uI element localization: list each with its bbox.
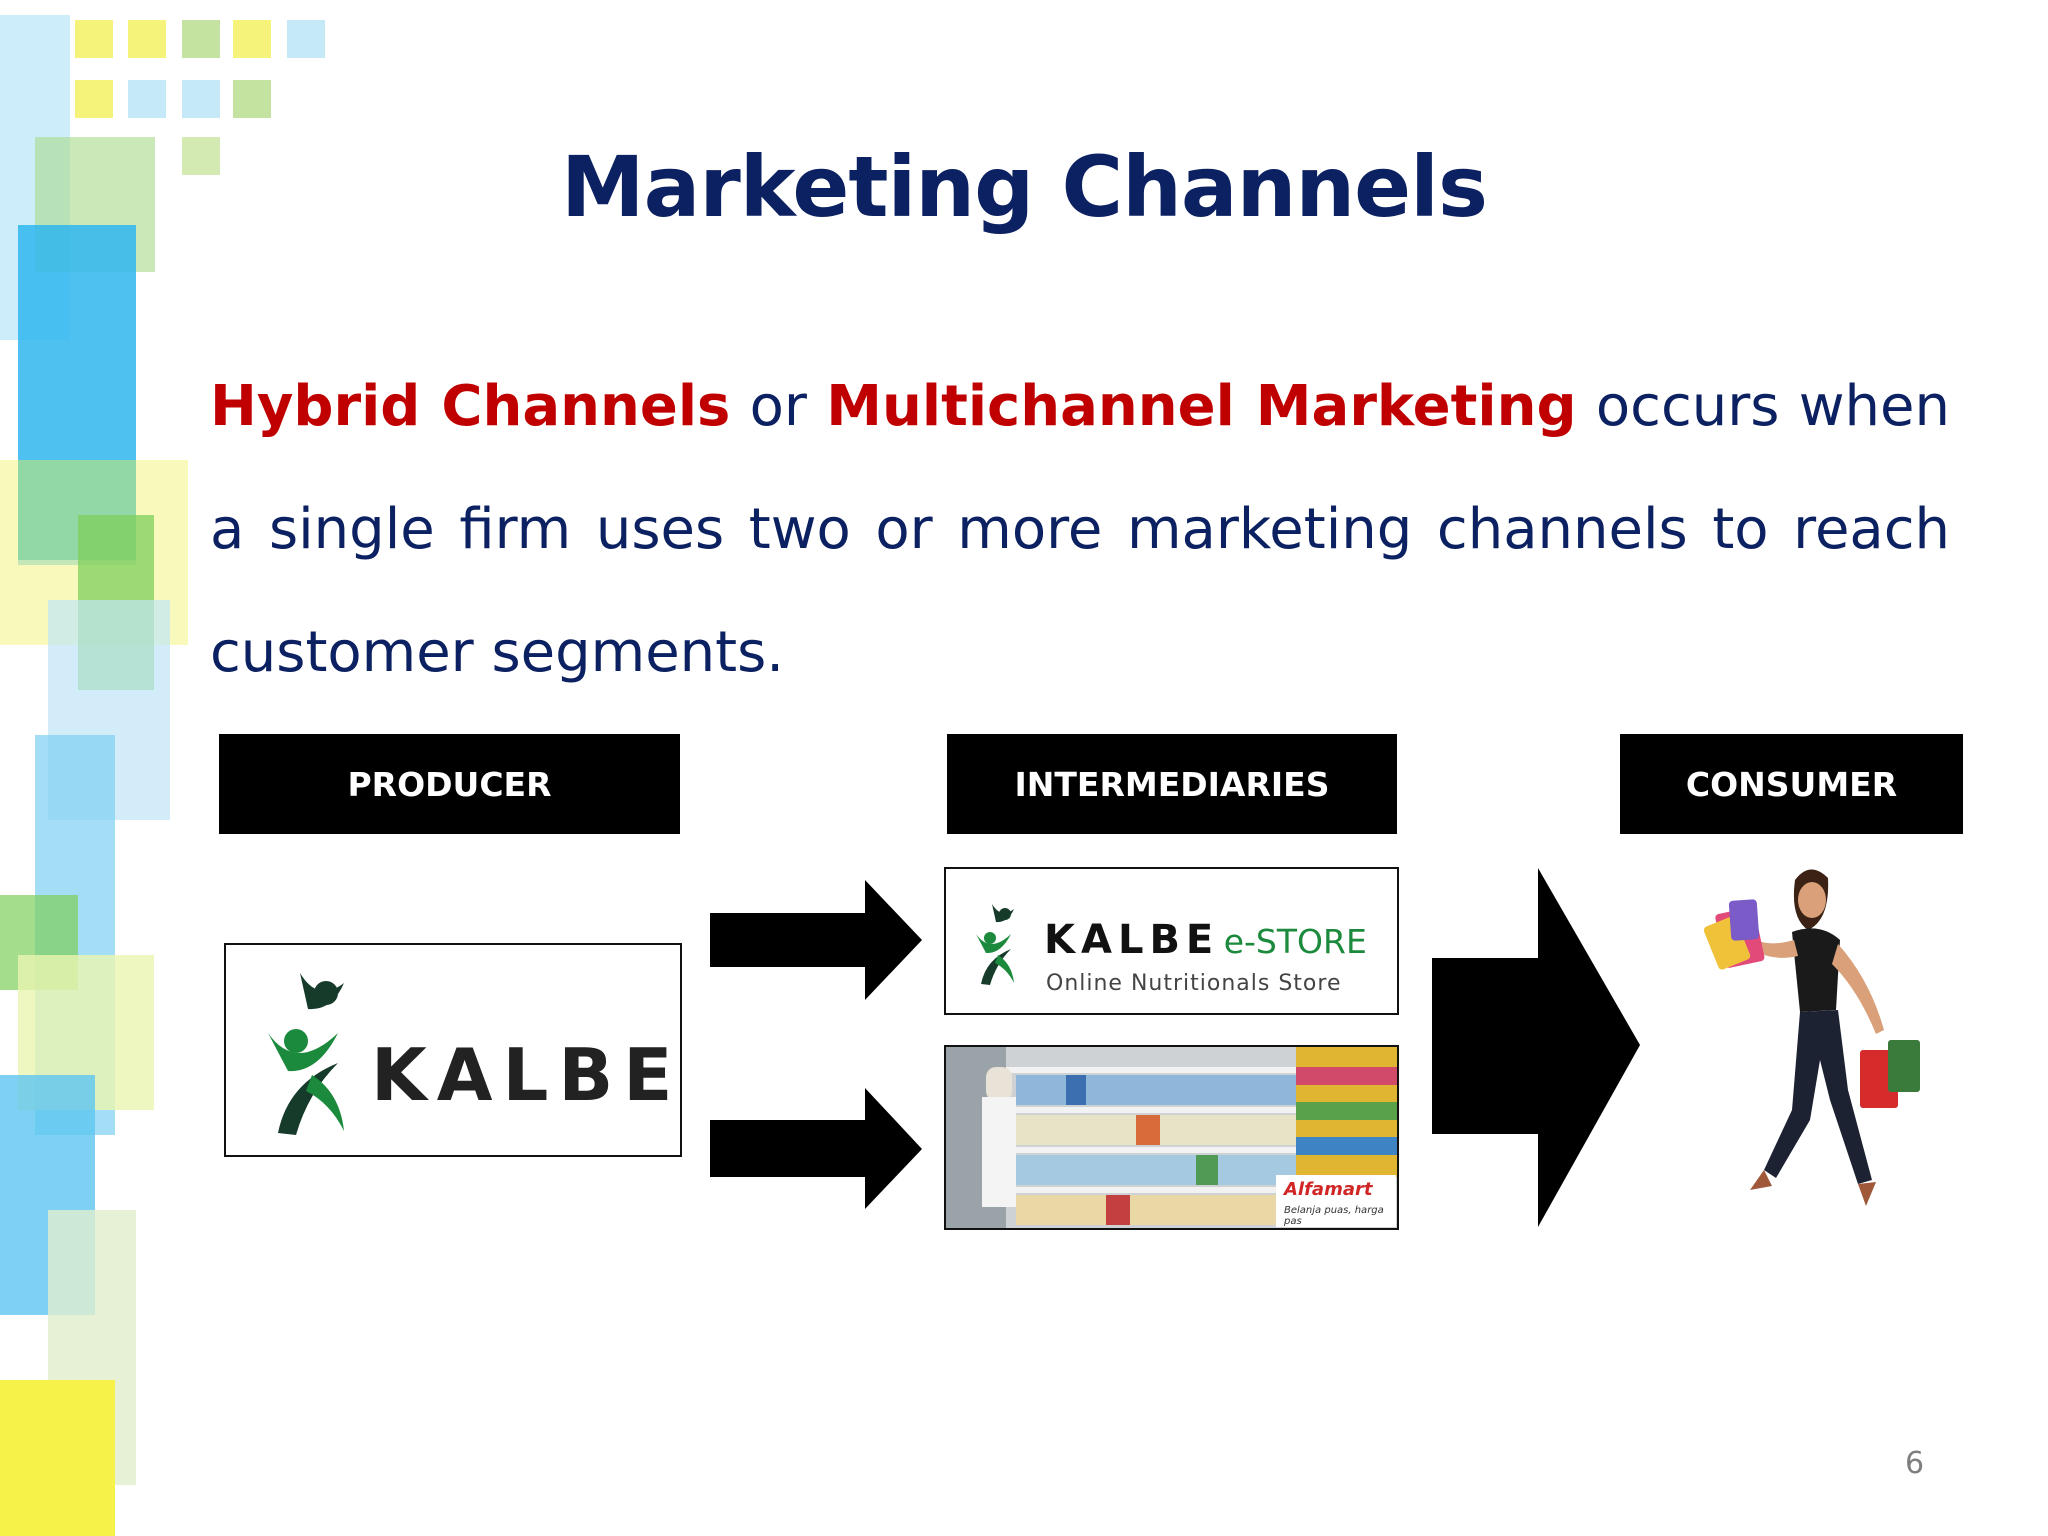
decorative-squares <box>0 15 325 1536</box>
retail-store-photo: Alfamart Belanja puas, harga pas <box>944 1045 1399 1230</box>
slide-title: Marketing Channels <box>561 138 1488 236</box>
arrow-producer-to-retail <box>710 1088 922 1209</box>
consumer-header: CONSUMER <box>1620 734 1963 834</box>
kalbe-figure-icon <box>976 904 1014 985</box>
supermarket-shelves-image <box>946 1047 1397 1228</box>
intermediaries-header: INTERMEDIARIES <box>947 734 1397 834</box>
kalbe-figure-icon <box>268 973 344 1135</box>
estore-wordmark: KALBE e-STORE <box>1044 917 1367 963</box>
arrow-intermediaries-to-consumer <box>1432 868 1640 1227</box>
alfamart-slogan: Belanja puas, harga pas <box>1284 1205 1384 1227</box>
kalbe-producer-logo: KALBE <box>224 943 682 1157</box>
producer-header: PRODUCER <box>219 734 680 834</box>
page-number: 6 <box>1905 1446 1925 1481</box>
term-multichannel-marketing: Multichannel Marketing <box>826 374 1577 439</box>
estore-suffix: e-STORE <box>1223 922 1367 961</box>
kalbe-estore-logo: KALBE e-STORE Online Nutritionals Store <box>944 867 1399 1015</box>
arrow-producer-to-estore <box>710 880 922 1000</box>
shopper-woman-image <box>1703 869 1920 1206</box>
definition-rest: occurs when a single firm uses two or mo… <box>210 374 1950 685</box>
join-word: or <box>749 374 807 439</box>
definition-paragraph: Hybrid Channels or Multichannel Marketin… <box>210 345 1950 714</box>
term-hybrid-channels: Hybrid Channels <box>210 374 731 439</box>
estore-tagline: Online Nutritionals Store <box>1046 971 1342 996</box>
alfamart-logo: Alfamart <box>1284 1179 1373 1200</box>
estore-brand: KALBE <box>1044 917 1220 963</box>
kalbe-wordmark: KALBE <box>371 1033 683 1117</box>
